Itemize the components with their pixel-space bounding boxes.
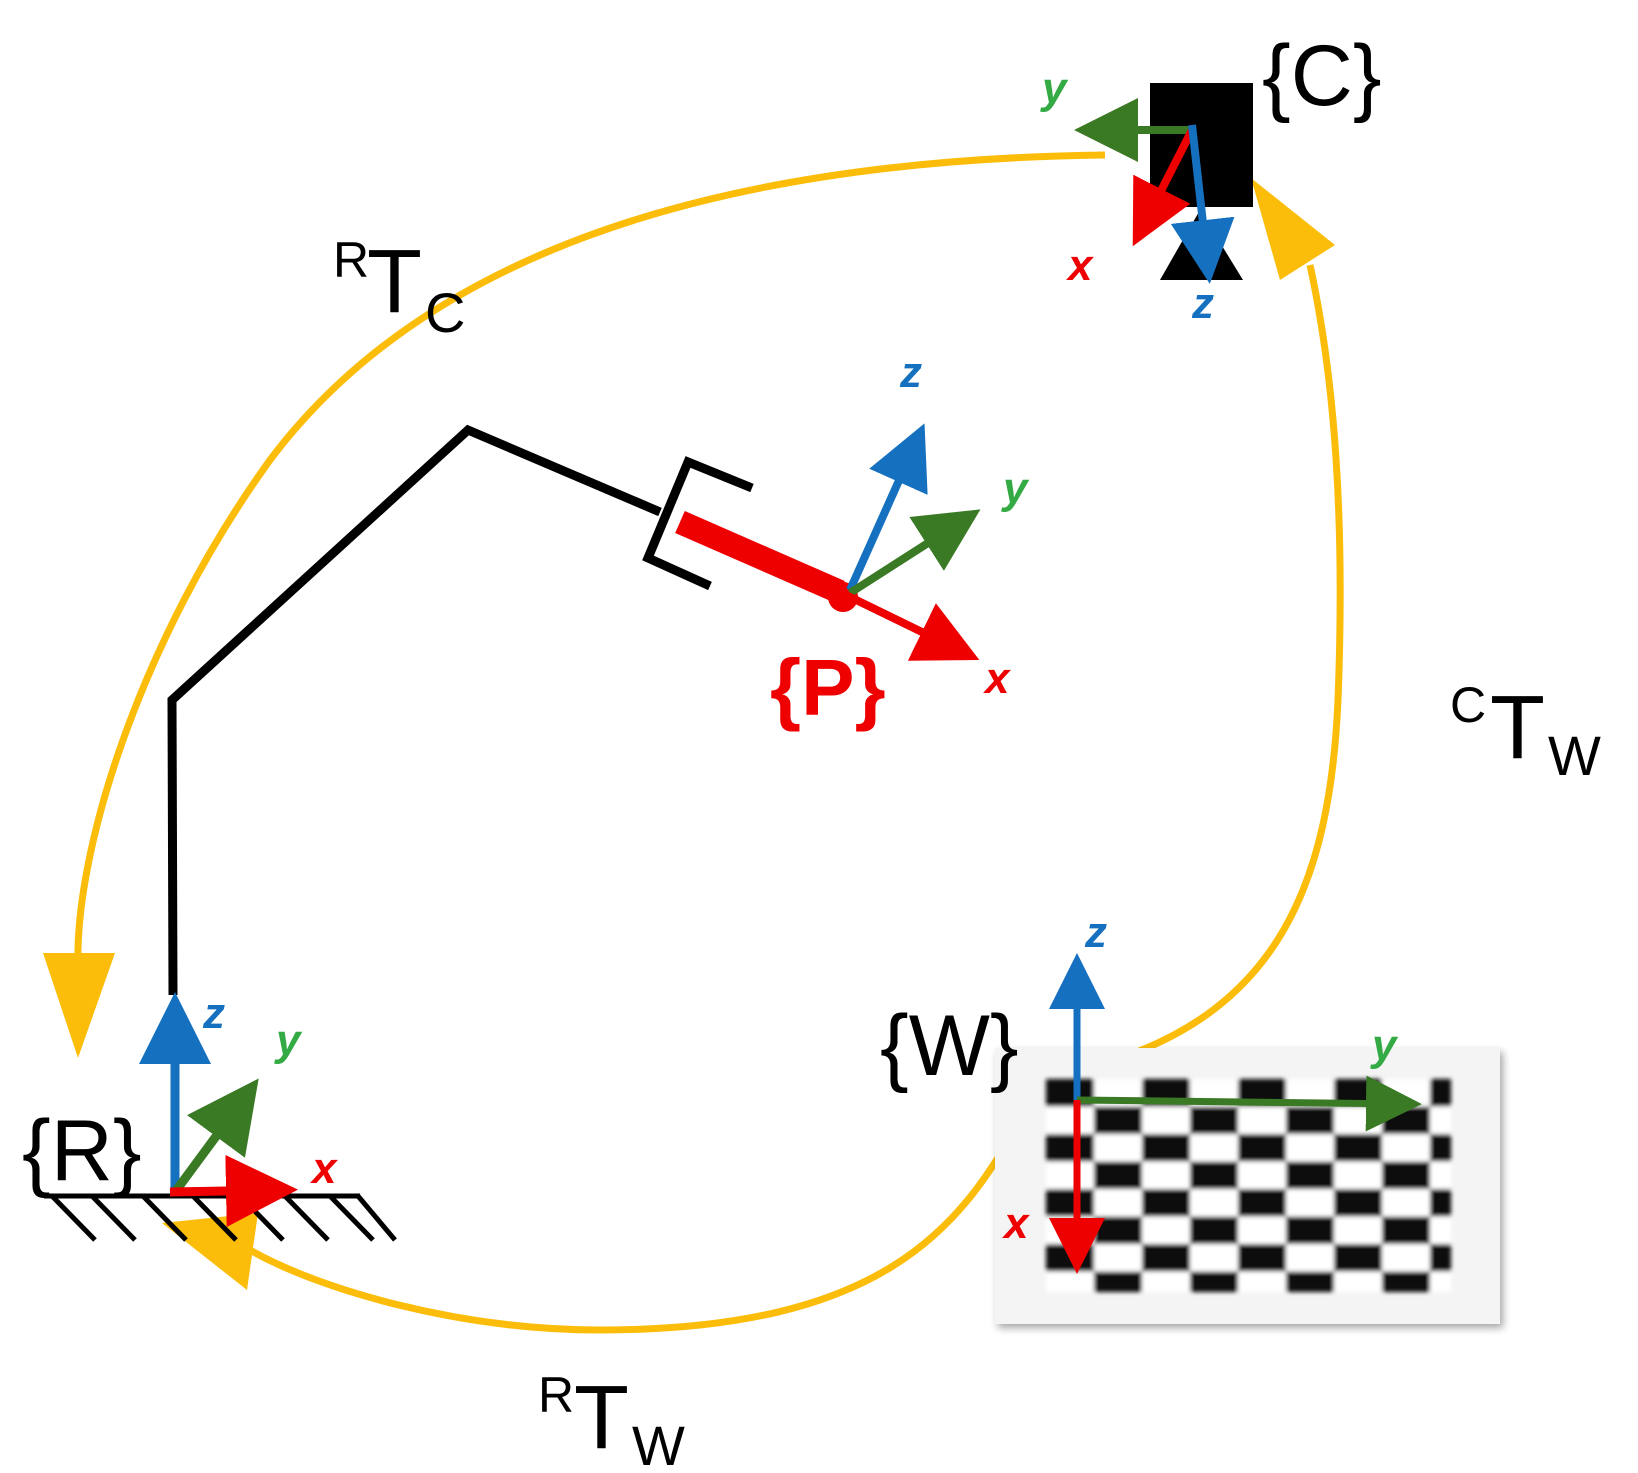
c-z-axis [1170,124,1235,284]
w-y-label: y [1370,1021,1399,1070]
c-x-axis [1132,128,1196,247]
transform-arrow-r-t-c [43,151,1106,1058]
robot-arm [167,424,662,996]
r-y-axis [171,1078,259,1195]
frame-r-axes [139,992,298,1227]
transform-arrow-c-t-w [1103,178,1344,1067]
p-x-axis [846,592,980,661]
r-t-w-sub: W [632,1414,685,1473]
r-t-c-sub: C [425,281,465,344]
r-x-axis [169,1154,298,1227]
p-y-axis [847,509,981,597]
r-t-w-main: T [574,1368,629,1468]
r-x-label: x [310,1144,338,1193]
frame-p-axes [846,423,981,661]
label-c-t-w: C T W [1450,677,1601,787]
frame-w-label: {W} [880,998,1019,1094]
w-y-axis [1076,1075,1422,1132]
frame-c-label: {C} [1262,28,1382,124]
gripper-icon [642,456,754,591]
frame-r-label: {R} [22,1103,142,1199]
c-t-w-sup: C [1450,677,1486,733]
label-r-t-c: R T C [333,232,465,344]
frame-c-axes [1074,98,1235,284]
p-z-label: z [899,348,922,397]
w-x-label: x [1002,1199,1030,1248]
pen-tool [675,511,858,612]
c-x-label: x [1066,241,1094,290]
p-z-axis [846,423,928,592]
p-x-label: x [983,654,1011,703]
r-z-label: z [202,989,225,1038]
transform-arrow-r-t-w [162,1118,1024,1334]
c-y-label: y [1040,64,1069,113]
r-t-c-sup: R [333,232,369,288]
frame-p-label: {P} [770,643,886,732]
frame-w-axes [1049,953,1422,1274]
w-z-label: z [1084,908,1107,957]
p-y-label: y [1001,464,1030,513]
c-t-w-main: T [1490,678,1545,778]
checkerboard-icon [995,1048,1500,1324]
c-t-w-sub: W [1548,724,1601,787]
r-t-c-main: T [367,232,422,332]
r-y-label: y [274,1016,303,1065]
c-z-label: z [1191,279,1214,328]
r-t-w-sup: R [538,1367,574,1423]
label-r-t-w: R T W [538,1367,685,1473]
